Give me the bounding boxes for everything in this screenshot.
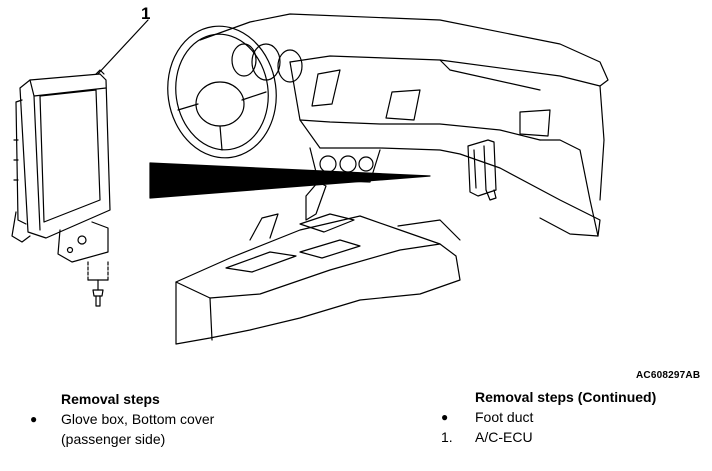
projection-wedge [149, 162, 431, 199]
removal-steps-section: Removal steps ● Glove box, Bottom cover … [30, 389, 290, 449]
center-console [175, 181, 461, 345]
bullet-marker: ● [30, 412, 38, 426]
step-text: Glove box, Bottom cover (passenger side) [61, 409, 214, 449]
removal-step-item: ● Foot duct [441, 407, 701, 427]
ac-ecu-unit [11, 69, 111, 263]
removal-step-item: 1. A/C-ECU [441, 427, 701, 447]
step-text-line1: Glove box, Bottom cover [61, 411, 215, 427]
step-text: A/C-ECU [475, 429, 533, 445]
dashboard-ecu-diagram [11, 13, 609, 345]
callout-number: 1 [141, 4, 151, 23]
removal-steps-continued-section: Removal steps (Continued) ● Foot duct 1.… [441, 387, 701, 447]
callout-leader-line [95, 19, 149, 77]
screw-icon [87, 261, 109, 307]
bullet-marker: ● [441, 410, 449, 424]
steering-wheel [167, 25, 303, 159]
removal-steps-title: Removal steps [61, 391, 160, 407]
removal-steps-continued-title: Removal steps (Continued) [475, 389, 657, 405]
figure-code: AC608297AB [636, 370, 701, 381]
dashboard-outline [199, 13, 609, 237]
installed-ecu [467, 139, 497, 201]
step-text: Foot duct [475, 409, 534, 425]
step-number: 1. [441, 429, 453, 445]
removal-step-item: ● Glove box, Bottom cover (passenger sid… [30, 409, 290, 449]
step-text-line2: (passenger side) [61, 431, 166, 447]
